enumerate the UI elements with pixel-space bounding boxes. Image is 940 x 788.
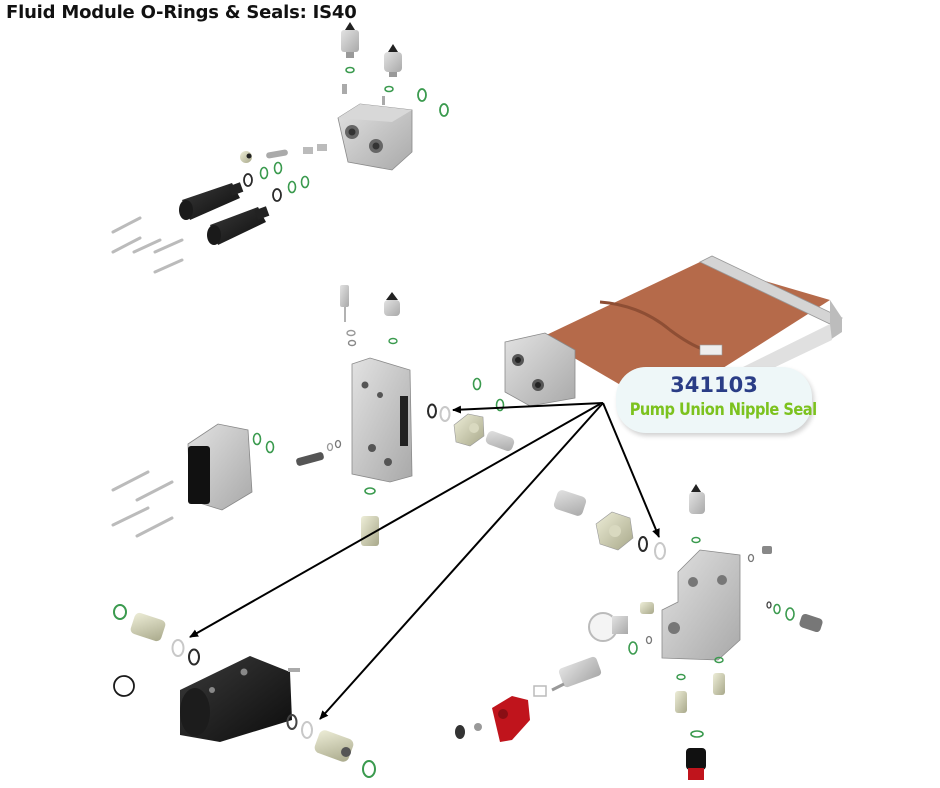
pump-inlet-seal-black [188, 648, 200, 666]
pressure-sensor [384, 292, 400, 316]
o-ring [345, 66, 355, 74]
top-manifold-group [111, 22, 449, 274]
fitting [675, 691, 687, 713]
callout-arrows [189, 402, 660, 720]
union-nipple [553, 490, 587, 516]
part-callout: 341103 Pump Union Nipple Seal [616, 367, 817, 433]
red-handle [492, 696, 530, 742]
solenoid-pin [296, 439, 342, 466]
o-ring-set [243, 161, 310, 202]
o-ring [676, 673, 686, 681]
screw-set [111, 470, 174, 538]
middle-manifold-block [351, 357, 413, 483]
o-ring [265, 440, 275, 454]
o-ring [362, 760, 376, 778]
pressure-sensor [384, 44, 402, 77]
pump-motor [180, 656, 300, 742]
o-ring [252, 432, 262, 446]
lower-right-manifold-group [455, 484, 823, 780]
middle-manifold-group [111, 285, 515, 546]
union-seal-black [427, 403, 437, 419]
black-cartridge [207, 206, 270, 245]
o-ring [785, 607, 795, 621]
pump-inlet-seal [171, 639, 185, 657]
o-ring [113, 604, 127, 620]
solenoid-coil [187, 423, 253, 511]
fitting [361, 516, 379, 546]
o-ring [439, 103, 449, 117]
check-valve-parts [240, 144, 327, 163]
o-ring [714, 656, 724, 664]
pump-group [113, 604, 376, 778]
relief-valve [533, 656, 602, 697]
arrow-to-middle-block-seal [452, 402, 604, 414]
o-ring [388, 337, 398, 345]
loose-o-ring [113, 675, 135, 697]
temperature-probe [340, 285, 349, 322]
top-manifold-block [337, 96, 413, 171]
fitting [713, 673, 725, 695]
part-number: 341103 [670, 373, 758, 397]
o-ring [472, 377, 482, 391]
pressure-sensor [341, 22, 359, 58]
black-cartridge [179, 182, 244, 220]
fitting [640, 602, 654, 614]
handle-nut [474, 723, 482, 731]
o-ring [417, 88, 427, 102]
pressure-sensor [689, 484, 705, 514]
page-title: Fluid Module O-Rings & Seals: IS40 [6, 2, 357, 23]
union-seal-target [654, 542, 666, 560]
o-ring [364, 487, 376, 495]
o-ring [691, 536, 701, 544]
handle-cap [455, 725, 465, 739]
drain-valve [686, 748, 706, 780]
pump-outlet-seal-black [286, 714, 298, 730]
screw-set [111, 216, 184, 274]
o-ring [773, 603, 781, 615]
o-ring [690, 730, 704, 738]
lower-right-manifold-block [661, 549, 741, 661]
o-ring [628, 641, 638, 655]
arrow-to-pump-outlet-seal [319, 402, 604, 720]
arrow-to-right-block-seal [602, 402, 660, 538]
pressure-gauge [588, 612, 628, 642]
union-nut [453, 413, 485, 447]
o-ring [384, 85, 394, 93]
pump-outlet-seal [301, 721, 313, 739]
union-seal-target [439, 406, 451, 422]
plug [799, 613, 823, 633]
pump-inlet-fitting [130, 612, 166, 642]
part-description: Pump Union Nipple Seal [629, 400, 817, 420]
arrow-to-pump-inlet-seal [189, 403, 601, 638]
o-ring [495, 398, 505, 412]
union-nipple [485, 431, 515, 451]
pump-outlet-fitting [314, 730, 354, 762]
union-nut [595, 511, 634, 551]
union-seal-black [638, 536, 648, 552]
